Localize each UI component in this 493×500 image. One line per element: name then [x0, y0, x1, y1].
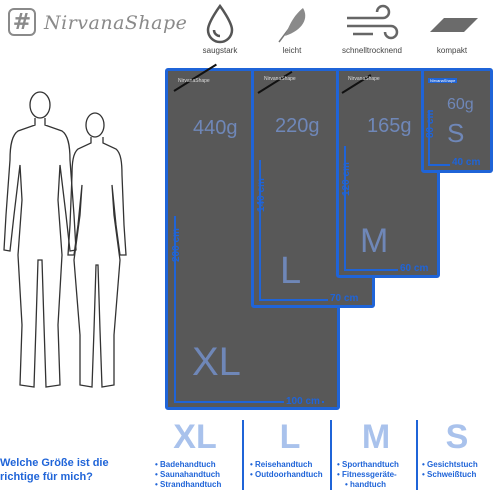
feature-label: kompakt [436, 46, 468, 55]
use-item: Outdoorhandtuch [250, 470, 330, 480]
height-arrow-l [259, 160, 261, 300]
towel-tag: NirvanaShape [264, 76, 296, 82]
column-xl: XL Badehandtuch Saunahandtuch Strandhand… [155, 420, 235, 490]
use-item: Saunahandtuch [155, 470, 235, 480]
size-letter-xl: XL [192, 340, 241, 384]
column-divider [242, 420, 244, 490]
weight-m: 165g [367, 115, 412, 137]
column-letter: XL [173, 418, 217, 456]
use-item: Reisehandtuch [250, 460, 330, 470]
feature-saugstark: saugstark [180, 0, 260, 62]
column-l: L Reisehandtuch Outdoorhandtuch [250, 420, 330, 480]
height-arrow-s [428, 110, 430, 165]
use-item: Sporthandtuch [337, 460, 415, 470]
use-item: Schweißtuch [422, 470, 492, 480]
use-item: Badehandtuch [155, 460, 235, 470]
size-letter-m: M [360, 222, 389, 260]
use-item: Fitnessgeräte- [337, 470, 415, 480]
feature-schnelltrocknend: schnelltrocknend [332, 0, 412, 62]
height-label-m: 120 cm [341, 162, 352, 196]
wind-icon [347, 4, 399, 40]
height-label-s: 80 cm [425, 109, 436, 138]
use-item: handtuch [337, 480, 415, 490]
female-figure-icon [67, 112, 127, 388]
column-divider [330, 420, 332, 490]
feature-label: schnelltrocknend [341, 46, 403, 55]
towel-s [421, 68, 493, 173]
feature-label: saugstark [202, 46, 238, 55]
width-arrow-l [259, 299, 359, 301]
size-question: Welche Größe ist die richtige für mich? [0, 457, 109, 483]
column-s: S Gesichtstuch Schweißtuch [422, 420, 492, 480]
height-arrow-m [344, 146, 346, 270]
towel-tag: NirvanaShape [428, 78, 458, 83]
column-letter: L [279, 418, 301, 456]
folded-towel-icon [430, 18, 478, 32]
weight-l: 220g [275, 115, 320, 137]
column-letter: S [445, 418, 469, 456]
width-arrow-m [344, 269, 429, 271]
size-letter-l: L [280, 250, 302, 292]
height-label-xl: 200 cm [171, 228, 182, 262]
human-figures-illustration [3, 91, 127, 388]
towel-tag: NirvanaShape [348, 76, 380, 82]
weight-s: 60g [447, 96, 474, 113]
column-m: M Sporthandtuch Fitnessgeräte- handtuch [337, 420, 415, 490]
brand-name: NirvanaShape [44, 12, 188, 34]
towel-tag: NirvanaShape [178, 78, 210, 84]
feature-label: leicht [282, 46, 302, 55]
width-label-l: 70 cm [328, 293, 361, 304]
column-letter: M [361, 418, 391, 456]
width-arrow-xl [174, 401, 324, 403]
use-item: Strandhandtuch [155, 480, 235, 490]
width-label-xl: 100 cm [284, 396, 322, 407]
feature-leicht: leicht [252, 0, 332, 62]
brand-logo-icon: # [8, 8, 36, 36]
size-letter-s: S [447, 118, 465, 148]
height-label-l: 140 cm [256, 178, 267, 212]
width-label-m: 60 cm [398, 263, 431, 274]
column-divider [416, 420, 418, 490]
water-drop-icon [206, 4, 234, 44]
feather-icon [278, 8, 306, 43]
feature-kompakt: kompakt [412, 0, 492, 62]
male-figure-icon [3, 91, 77, 388]
weight-xl: 440g [193, 117, 238, 139]
height-arrow-xl [174, 216, 176, 402]
width-label-s: 40 cm [450, 157, 483, 168]
use-item: Gesichtstuch [422, 460, 492, 470]
